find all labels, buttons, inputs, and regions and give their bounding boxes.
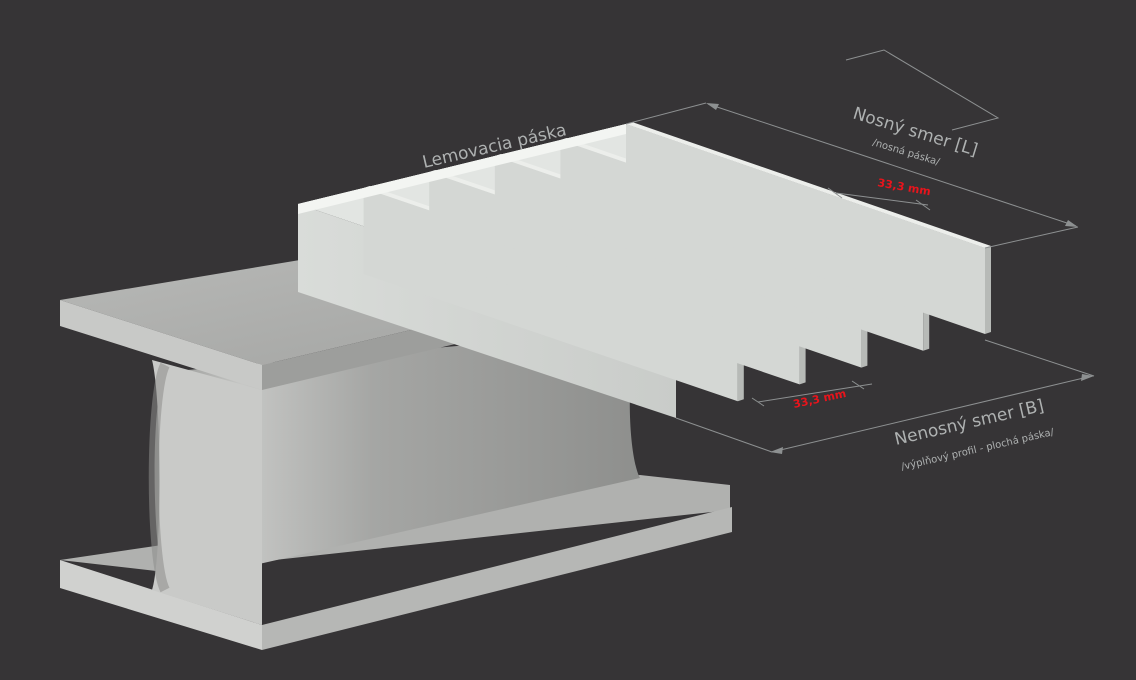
beam-web	[154, 330, 640, 585]
spacing-bottom-value: 33,3 mm	[792, 387, 847, 411]
bearing-bar-top	[626, 122, 991, 248]
beam-top-flange-front	[60, 300, 262, 390]
beam-bottom-flange-side	[262, 507, 732, 650]
spacing-top-value: 33,3 mm	[876, 176, 931, 198]
direction-arrow-icon	[845, 49, 1000, 131]
bearing-bar	[626, 124, 985, 334]
bearing-bar-end	[985, 246, 991, 334]
bearing-bars	[298, 122, 991, 402]
dimension-lines	[625, 49, 1095, 454]
beam-web-front	[152, 360, 262, 625]
cross-dimension-line	[771, 375, 1093, 453]
beam-bottom-flange-front	[60, 560, 262, 650]
edge-band-face	[298, 124, 626, 214]
grating-panel	[298, 122, 991, 418]
bearing-dimension-line	[707, 103, 1077, 227]
i-beam	[60, 240, 732, 650]
